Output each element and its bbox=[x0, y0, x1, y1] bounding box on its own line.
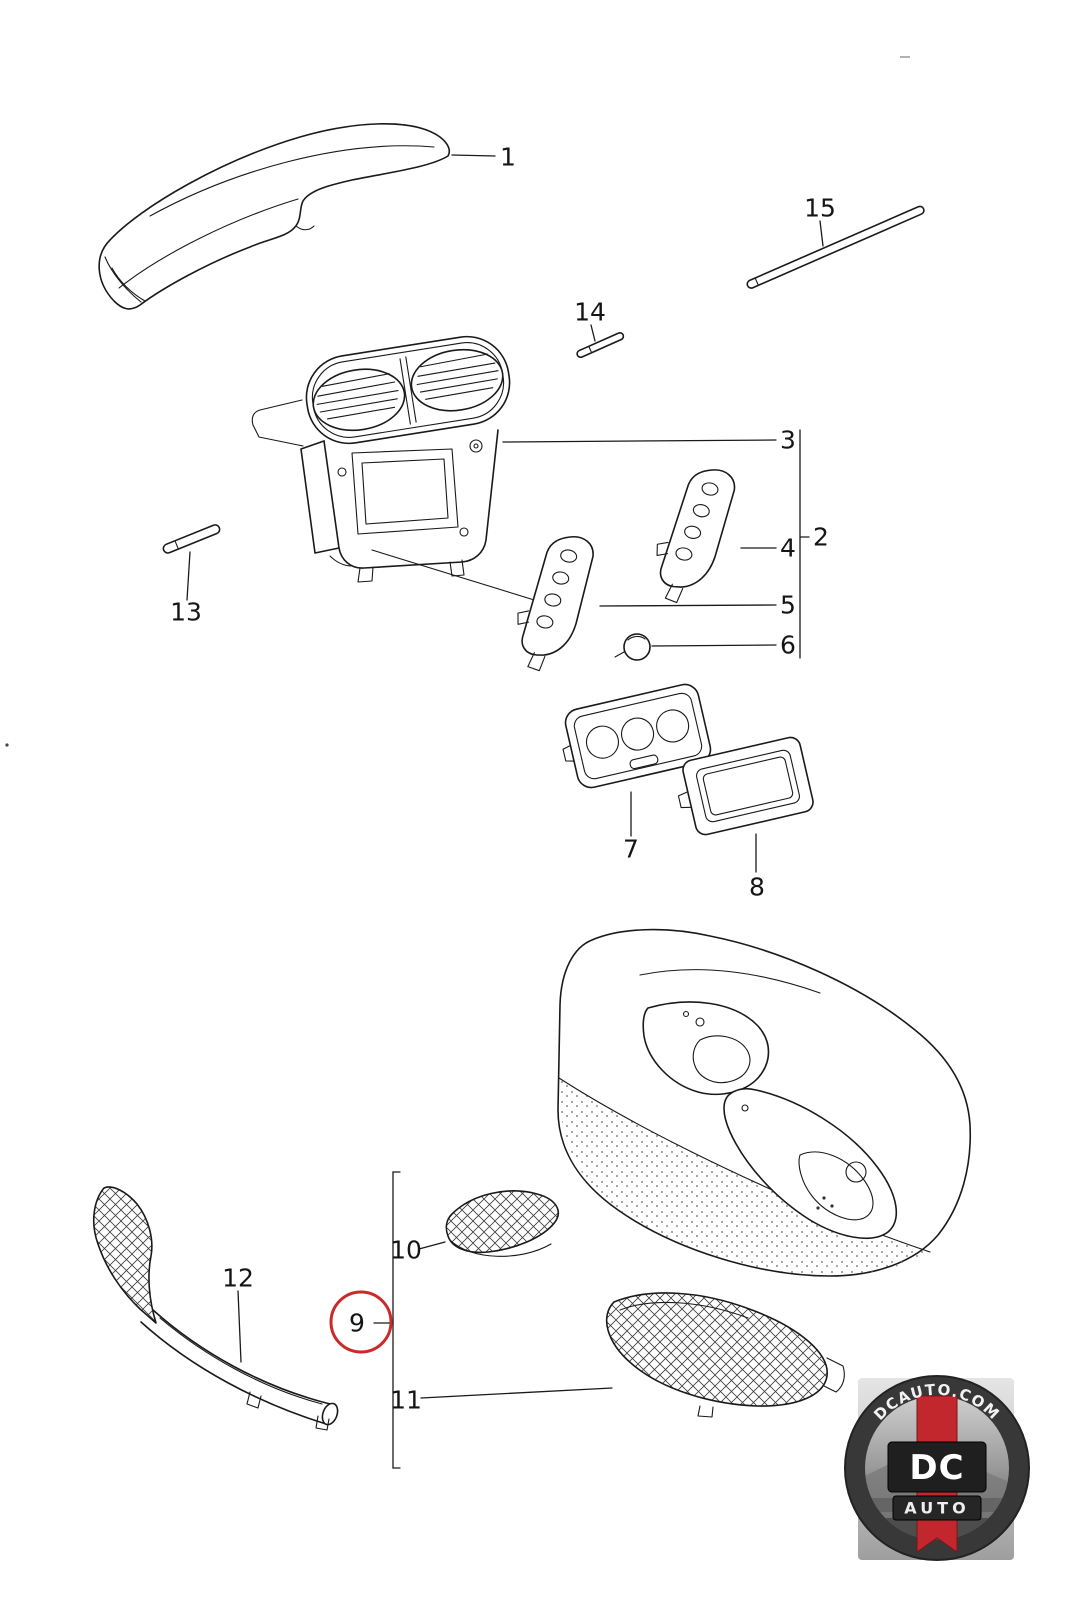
part-14-pin bbox=[576, 331, 625, 359]
logo-wordmark: AUTO bbox=[904, 1499, 969, 1518]
callout-9-label: 9 bbox=[349, 1309, 365, 1338]
leader-line-1 bbox=[451, 154, 496, 157]
dcauto-logo: DCAUTO.COM DC AUTO bbox=[844, 1375, 1030, 1561]
part-5-vent-trim bbox=[517, 536, 594, 672]
leader-line-3 bbox=[502, 439, 777, 443]
callout-13-label: 13 bbox=[170, 598, 202, 627]
leader-line-11 bbox=[420, 1387, 613, 1399]
part-1-dash-top-pad bbox=[98, 123, 451, 310]
leader-line-14 bbox=[590, 324, 596, 342]
group-bracket-9 bbox=[392, 1171, 401, 1469]
callout-6-label: 6 bbox=[780, 631, 796, 660]
callout-12-label: 12 bbox=[222, 1264, 254, 1293]
logo-wordmark-strip bbox=[892, 1495, 982, 1521]
part-8-bezel-frame bbox=[677, 736, 814, 836]
callout-7-label: 7 bbox=[623, 835, 639, 864]
door-trim-panel bbox=[557, 928, 972, 1277]
leader-line-13 bbox=[186, 551, 191, 601]
callout-5-label: 5 bbox=[780, 591, 796, 620]
callout-14-label: 14 bbox=[574, 298, 606, 327]
part-11-door-pull-insert bbox=[605, 1292, 845, 1418]
callout-10-label: 10 bbox=[390, 1236, 422, 1265]
highlight-circle-9 bbox=[329, 1290, 393, 1354]
callout-1-label: 1 bbox=[500, 143, 516, 172]
part-10-mesh-insert bbox=[445, 1190, 560, 1257]
leader-line-15 bbox=[819, 220, 824, 247]
callout-3-label: 3 bbox=[780, 426, 796, 455]
leader-line-5 bbox=[599, 604, 777, 607]
part-6-knob bbox=[614, 633, 651, 661]
callout-4-label: 4 bbox=[780, 534, 796, 563]
part-15-trim-strip bbox=[746, 205, 925, 289]
logo-monogram: DC bbox=[909, 1448, 964, 1488]
callout-8-label: 8 bbox=[749, 873, 765, 902]
part-7-switch-panel bbox=[562, 683, 712, 789]
leader-line-10 bbox=[418, 1241, 446, 1250]
callout-11-label: 11 bbox=[390, 1386, 422, 1415]
callout-15-label: 15 bbox=[804, 194, 836, 223]
tick-mark-left bbox=[5, 743, 9, 747]
part-4-vent-trim bbox=[656, 469, 736, 604]
logo-monogram-plaque bbox=[887, 1441, 987, 1493]
center-vent-assembly bbox=[251, 335, 571, 612]
part-12-grab-handle-trim bbox=[92, 1186, 339, 1431]
part-13-pin bbox=[162, 524, 221, 554]
leader-line-12 bbox=[237, 1290, 242, 1363]
callout-2-label: 2 bbox=[813, 523, 829, 552]
leader-line-6 bbox=[651, 644, 777, 647]
